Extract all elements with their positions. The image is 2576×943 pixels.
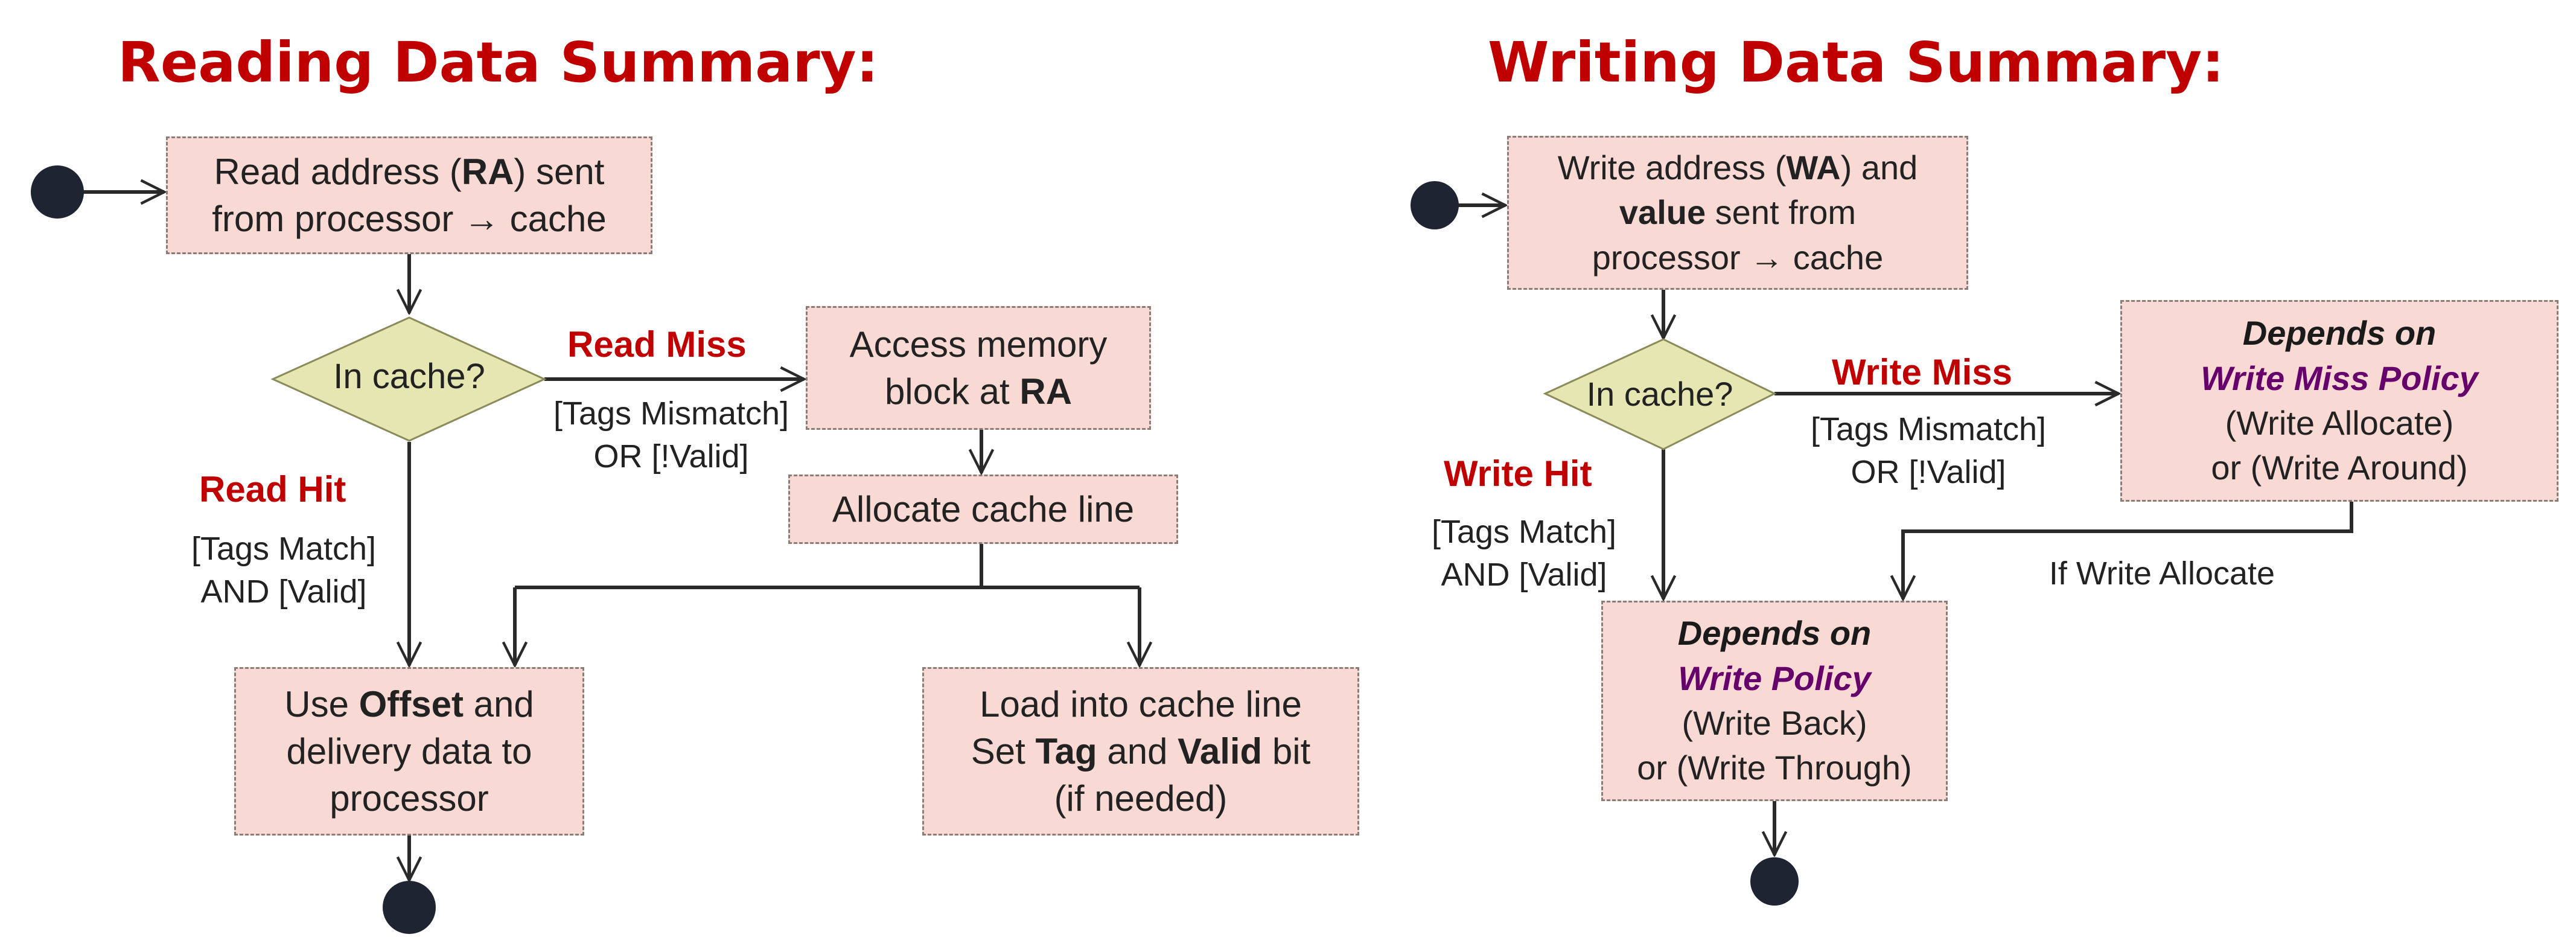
allocate-split [515, 544, 983, 589]
read-hit-label: Read Hit [199, 469, 346, 510]
read-address-box: Read address (RA) sent from processor → … [166, 136, 652, 254]
write-hit-conditions: [Tags Match] AND [Valid] [1431, 514, 1617, 593]
write-miss-policy-box: Depends on Write Miss Policy (Write Allo… [2120, 300, 2558, 502]
read-miss-conditions: [Tags Mismatch] OR [!Valid] [553, 395, 789, 475]
write-end-node [1750, 857, 1799, 906]
write-start-node [1411, 181, 1459, 229]
allocate-return [1903, 502, 2353, 599]
write-miss-conditions: [Tags Mismatch] OR [!Valid] [1810, 411, 2047, 491]
write-allocate-label: If Write Allocate [2048, 555, 2275, 592]
write-hit-label: Write Hit [1444, 453, 1592, 494]
read-decision-label: In cache? [333, 357, 485, 396]
write-miss-label: Write Miss [1832, 352, 2012, 392]
allocate-cache-line-box: Allocate cache line [788, 475, 1178, 544]
read-end-node [383, 881, 436, 934]
write-decision-diamond [1543, 338, 1777, 450]
read-start-node [31, 165, 84, 219]
write-address-box: Write address (WA) and value sent from p… [1507, 136, 1968, 290]
use-offset-box: Use Offset and delivery data to processo… [234, 667, 584, 836]
load-cache-line-box: Load into cache line Set Tag and Valid b… [922, 667, 1359, 836]
reading-title: Reading Data Summary: [118, 30, 879, 95]
write-decision-label: In cache? [1586, 375, 1733, 413]
read-miss-label: Read Miss [567, 324, 747, 365]
write-policy-box: Depends on Write Policy (Write Back) or … [1601, 601, 1948, 801]
read-hit-conditions: [Tags Match] AND [Valid] [191, 531, 377, 610]
writing-title: Writing Data Summary: [1488, 30, 2224, 95]
access-memory-box: Access memory block at RA [806, 306, 1151, 430]
read-decision-diamond [270, 316, 547, 442]
